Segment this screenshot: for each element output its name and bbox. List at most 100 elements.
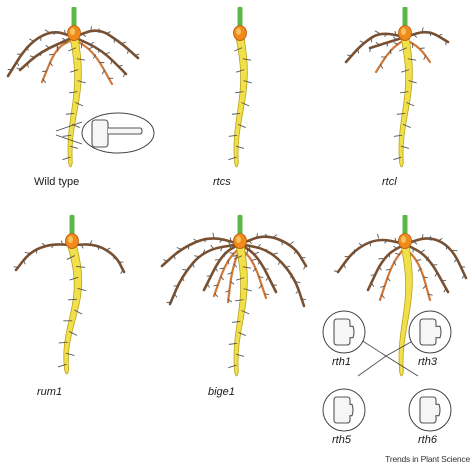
root-hair xyxy=(65,113,75,115)
root-hair xyxy=(242,58,252,61)
root-hair xyxy=(25,46,29,51)
root-hair xyxy=(228,342,238,345)
root-hair xyxy=(120,269,124,274)
root-hair xyxy=(45,45,50,49)
root-hair xyxy=(233,263,238,268)
root-hair xyxy=(237,331,246,336)
root-hair xyxy=(228,156,237,161)
root-hair xyxy=(48,53,54,56)
root-hair xyxy=(241,102,250,107)
rth3-inset xyxy=(408,310,452,354)
root-hair xyxy=(399,91,409,94)
root-hair xyxy=(301,298,306,301)
root-hair xyxy=(374,30,380,34)
root-hair xyxy=(384,239,388,244)
root-hair xyxy=(134,53,140,56)
root-hair xyxy=(105,247,111,251)
epidermal-cell xyxy=(91,119,109,148)
epidermal-cell-short-hair xyxy=(333,318,355,346)
panel-rth xyxy=(322,215,468,432)
root-hair xyxy=(384,33,388,37)
root-hair xyxy=(68,91,78,94)
root-hair xyxy=(81,33,86,37)
root-hair xyxy=(295,289,300,294)
root-hair xyxy=(64,29,66,35)
rth5-inset xyxy=(322,388,366,432)
seed-highlight xyxy=(68,236,73,243)
root-hair xyxy=(220,246,223,252)
root-hair xyxy=(376,233,380,239)
root-hair xyxy=(101,69,105,75)
root-hair xyxy=(381,294,385,299)
inset-pointer-line xyxy=(55,121,83,132)
root-hair xyxy=(88,46,94,50)
epidermal-cell-short-hair xyxy=(419,318,442,346)
root-hair xyxy=(230,281,235,285)
root-hair xyxy=(57,363,67,368)
root-hair xyxy=(427,293,433,296)
root-hair xyxy=(408,80,417,84)
lateral-root xyxy=(344,32,407,64)
root-hair xyxy=(89,240,93,245)
root-hair xyxy=(380,285,385,288)
root-hair xyxy=(62,37,67,42)
root-hair xyxy=(51,243,55,249)
root-hair xyxy=(394,30,397,36)
root-hair xyxy=(406,102,415,107)
root-hair xyxy=(173,254,176,260)
root-hair xyxy=(68,331,78,336)
root-hair xyxy=(234,91,244,94)
root-hair xyxy=(66,255,76,260)
shoot xyxy=(402,7,408,31)
root-hair xyxy=(265,276,269,281)
root-hair xyxy=(400,69,410,73)
root-hair xyxy=(193,238,198,242)
panel-rtcs xyxy=(228,7,252,168)
root-hair xyxy=(393,42,399,45)
seed-highlight xyxy=(401,236,406,243)
lateral-root xyxy=(378,245,407,302)
panel-rtcl xyxy=(344,7,450,168)
root-hair xyxy=(393,260,397,266)
label-rth6: rth6 xyxy=(418,434,437,446)
root-hair xyxy=(243,288,252,292)
root-hair xyxy=(228,364,237,369)
root-hair xyxy=(62,156,71,161)
root-hair xyxy=(212,232,215,238)
root-hair xyxy=(421,27,424,33)
root-hair xyxy=(400,145,410,149)
lateral-root xyxy=(212,245,242,298)
root-hair xyxy=(229,237,232,243)
root-hair xyxy=(76,266,86,268)
root-hair xyxy=(347,54,352,57)
root-hair xyxy=(425,256,429,261)
root-hair xyxy=(227,259,230,265)
root-hair xyxy=(393,134,403,137)
lateral-root xyxy=(336,238,407,274)
root-hair xyxy=(386,277,391,282)
label-rum1: rum1 xyxy=(37,386,63,398)
root-hair xyxy=(369,47,372,53)
root-hair xyxy=(247,240,252,244)
root-hair xyxy=(423,276,428,279)
primary-root xyxy=(398,244,413,377)
root-hair xyxy=(234,47,243,52)
root-hair xyxy=(303,264,307,270)
root-hair xyxy=(36,248,38,254)
root-hair xyxy=(293,249,297,254)
root-hair xyxy=(69,145,79,149)
root-hair xyxy=(67,298,78,301)
root-hair xyxy=(413,33,417,38)
shoot xyxy=(237,7,243,31)
root-hair xyxy=(356,48,360,54)
root-hair xyxy=(422,285,427,289)
root-hair xyxy=(24,252,30,254)
shoot xyxy=(71,7,77,31)
root-hair xyxy=(295,281,301,283)
root-hair xyxy=(434,272,438,277)
root-hair xyxy=(77,80,86,84)
root-hair xyxy=(359,40,365,44)
panel-bige1 xyxy=(160,215,308,377)
root-hair xyxy=(49,62,53,67)
root-hair xyxy=(420,249,425,253)
